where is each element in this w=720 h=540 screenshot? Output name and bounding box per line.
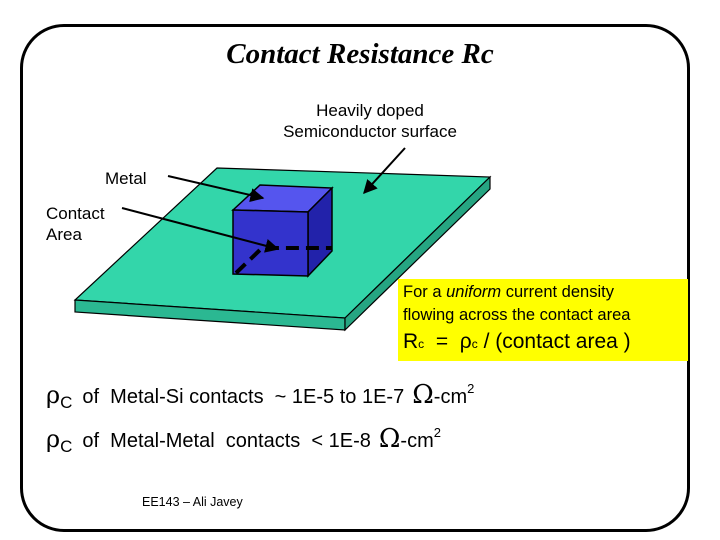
slide-title: Contact Resistance Rc	[226, 38, 494, 70]
doped-surface-label-line2: Semiconductor surface	[283, 122, 457, 141]
omega-symbol: Ω	[412, 380, 434, 410]
contact-area-label-line2: Area	[46, 225, 82, 244]
eq-rho-sub: c	[471, 337, 478, 351]
note-line1-post: current density	[501, 283, 614, 301]
contact-area-label-line1: Contact	[46, 204, 105, 223]
metal-metal-text: of Metal-Metal contacts < 1E-8	[82, 430, 371, 452]
unit-superscript: 2	[433, 425, 441, 440]
metal-arrow	[167, 175, 265, 202]
eq-equals: =	[424, 330, 460, 353]
omega-symbol: Ω	[378, 424, 401, 454]
slide-frame	[20, 24, 690, 532]
semiconductor-slab-edge	[344, 175, 491, 332]
eq-r-sub: c	[418, 337, 425, 351]
eq-rho: ρ	[459, 330, 472, 353]
doped-surface-label: Heavily doped Semiconductor surface	[255, 100, 485, 142]
rc-equation: Rc = ρc / (contact area )	[403, 330, 631, 354]
note-line-2: flowing across the contact area	[403, 306, 631, 324]
contact-area-arrow	[121, 207, 280, 253]
doped-surface-label-line1: Heavily doped	[316, 101, 424, 120]
rho-subscript: C	[60, 437, 73, 456]
unit-superscript: 2	[467, 381, 475, 396]
note-line1-emphasis: uniform	[446, 283, 502, 301]
rho-symbol: ρ	[46, 381, 61, 409]
eq-r: R	[403, 330, 419, 353]
rho-subscript: C	[60, 393, 73, 412]
doped-arrow	[363, 147, 406, 195]
rho-symbol: ρ	[46, 425, 61, 453]
uniform-density-note: For a uniform current density flowing ac…	[398, 279, 688, 361]
contact-area-label: Contact Area	[46, 203, 105, 245]
slide-footer: EE143 – Ali Javey	[142, 495, 243, 509]
eq-post: / (contact area )	[477, 330, 631, 353]
metal-si-text: of Metal-Si contacts ~ 1E-5 to 1E-7	[82, 386, 405, 408]
note-line-1: For a uniform current density	[403, 283, 614, 302]
note-line1-pre: For a	[403, 283, 447, 301]
unit-text: -cm	[433, 386, 468, 408]
unit-text: -cm	[400, 430, 434, 452]
metal-label: Metal	[105, 169, 147, 188]
contact-area-outline	[234, 246, 332, 275]
